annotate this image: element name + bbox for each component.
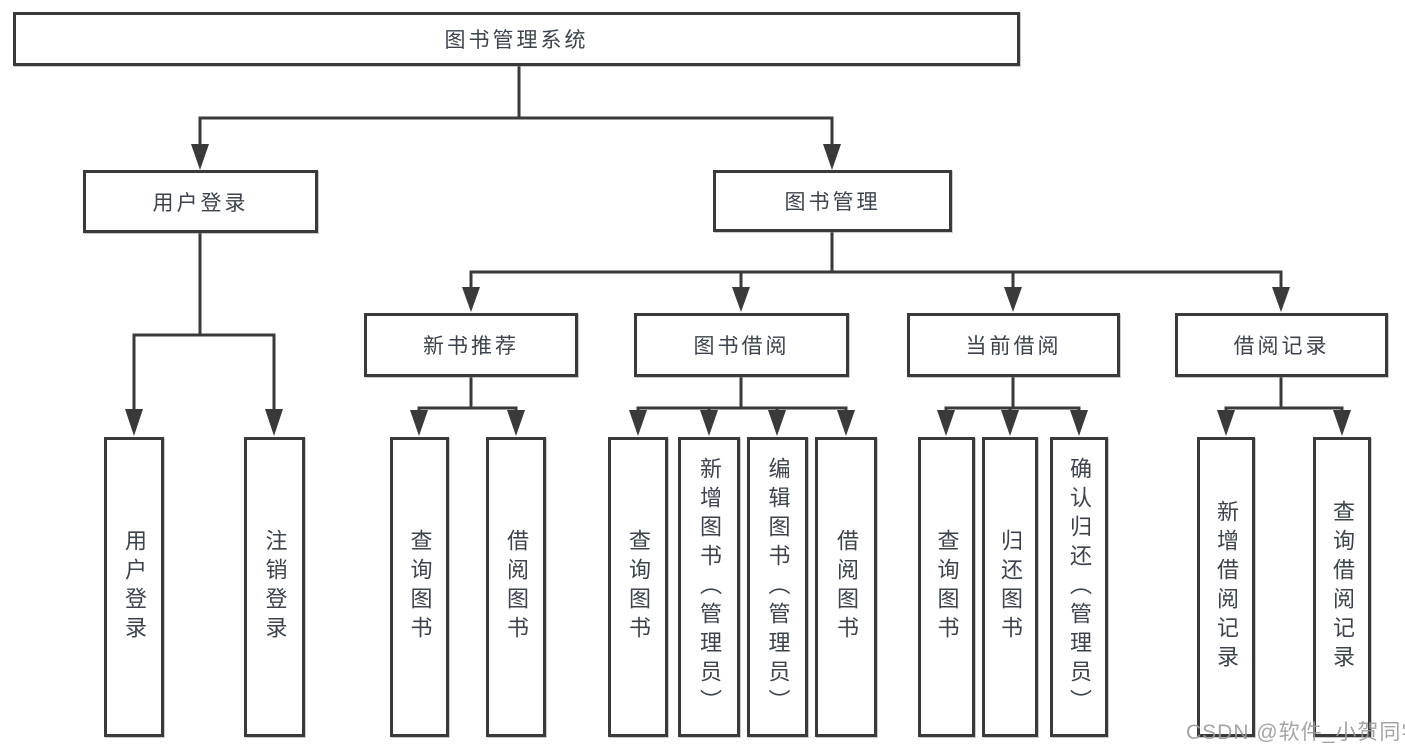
leaf-label: 编辑图书（管理员） bbox=[765, 456, 791, 718]
leaf-query-borrow-record: 查询借阅记录 bbox=[1313, 437, 1371, 737]
leaf-borrow-books: 借阅图书 bbox=[815, 437, 877, 737]
node-root-system: 图书管理系统 bbox=[13, 12, 1020, 66]
node-book-borrow: 图书借阅 bbox=[634, 313, 849, 377]
node-user-login: 用户登录 bbox=[83, 170, 318, 233]
leaf-user-login: 用户登录 bbox=[104, 437, 164, 737]
leaf-query-books-recommend: 查询图书 bbox=[390, 437, 449, 737]
leaf-label: 查询图书 bbox=[934, 529, 960, 645]
leaf-label: 借阅图书 bbox=[834, 529, 859, 645]
leaf-query-books-current: 查询图书 bbox=[918, 437, 975, 737]
leaf-confirm-return-admin: 确认归还（管理员） bbox=[1050, 437, 1108, 737]
leaf-label: 新增图书（管理员） bbox=[697, 456, 722, 718]
leaf-label: 注销登录 bbox=[262, 529, 288, 645]
leaf-label: 查询图书 bbox=[626, 529, 651, 645]
node-current-borrow: 当前借阅 bbox=[907, 313, 1120, 377]
leaf-borrow-books-recommend: 借阅图书 bbox=[486, 437, 546, 737]
node-borrow-records: 借阅记录 bbox=[1175, 313, 1388, 377]
leaf-label: 用户登录 bbox=[122, 529, 147, 645]
leaf-add-borrow-record: 新增借阅记录 bbox=[1197, 437, 1255, 737]
leaf-query-books-borrow: 查询图书 bbox=[608, 437, 668, 737]
leaf-label: 确认归还（管理员） bbox=[1067, 456, 1092, 718]
csdn-watermark: CSDN @软件_小贺同学 bbox=[1186, 721, 1405, 744]
leaf-logout: 注销登录 bbox=[244, 437, 305, 737]
leaf-label: 借阅图书 bbox=[504, 529, 529, 645]
leaf-label: 归还图书 bbox=[998, 529, 1023, 645]
leaf-label: 查询借阅记录 bbox=[1330, 500, 1355, 674]
node-new-book-recommend: 新书推荐 bbox=[364, 313, 578, 377]
node-book-management: 图书管理 bbox=[713, 170, 952, 232]
leaf-add-books-admin: 新增图书（管理员） bbox=[678, 437, 740, 737]
leaf-return-books: 归还图书 bbox=[982, 437, 1038, 737]
leaf-edit-books-admin: 编辑图书（管理员） bbox=[747, 437, 808, 737]
leaf-label: 新增借阅记录 bbox=[1214, 500, 1239, 674]
leaf-label: 查询图书 bbox=[407, 529, 433, 645]
